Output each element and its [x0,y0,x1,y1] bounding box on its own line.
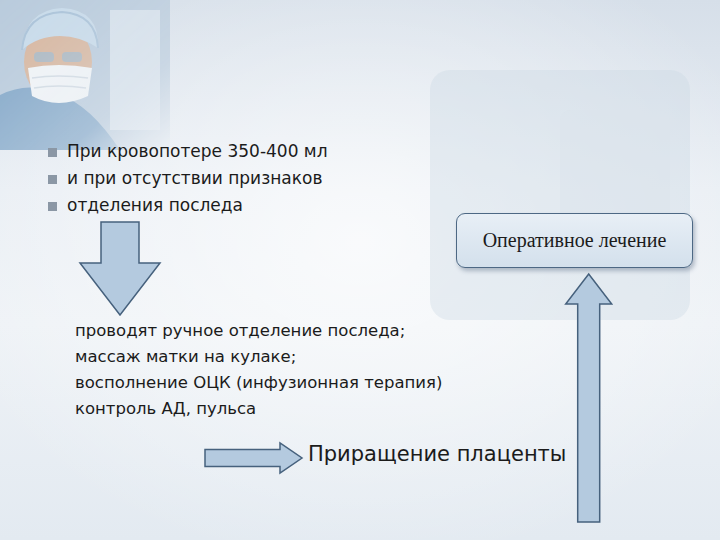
step-line: массаж матки на кулаке; [75,344,442,370]
bullet-item: и при отсутствии признаков [48,165,328,192]
bullet-item: При кровопотере 350-400 мл [48,138,328,165]
action-list: проводят ручное отделение последа;массаж… [75,318,442,422]
outcome-label: Приращение плаценты [308,440,566,468]
block-arrow [205,443,302,473]
step-line: контроль АД, пульса [75,396,442,422]
bullet-marker [48,202,57,211]
process-box: Оперативное лечение [456,213,693,268]
outcome-text: Приращение плаценты [308,440,566,468]
step-line: восполнение ОЦК (инфузионная терапия) [75,370,442,396]
bullet-item: отделения последа [48,192,328,219]
step-line: проводят ручное отделение последа; [75,318,442,344]
surgeon-photo [0,0,170,150]
box-label: Оперативное лечение [483,229,667,252]
block-arrow [566,274,612,522]
box-content: Оперативное лечение [483,229,667,252]
bullet-marker [48,148,57,157]
bullet-marker [48,175,57,184]
block-arrow [80,222,160,315]
condition-list: При кровопотере 350-400 мли при отсутств… [48,138,328,219]
background-blur-shape [430,70,690,320]
